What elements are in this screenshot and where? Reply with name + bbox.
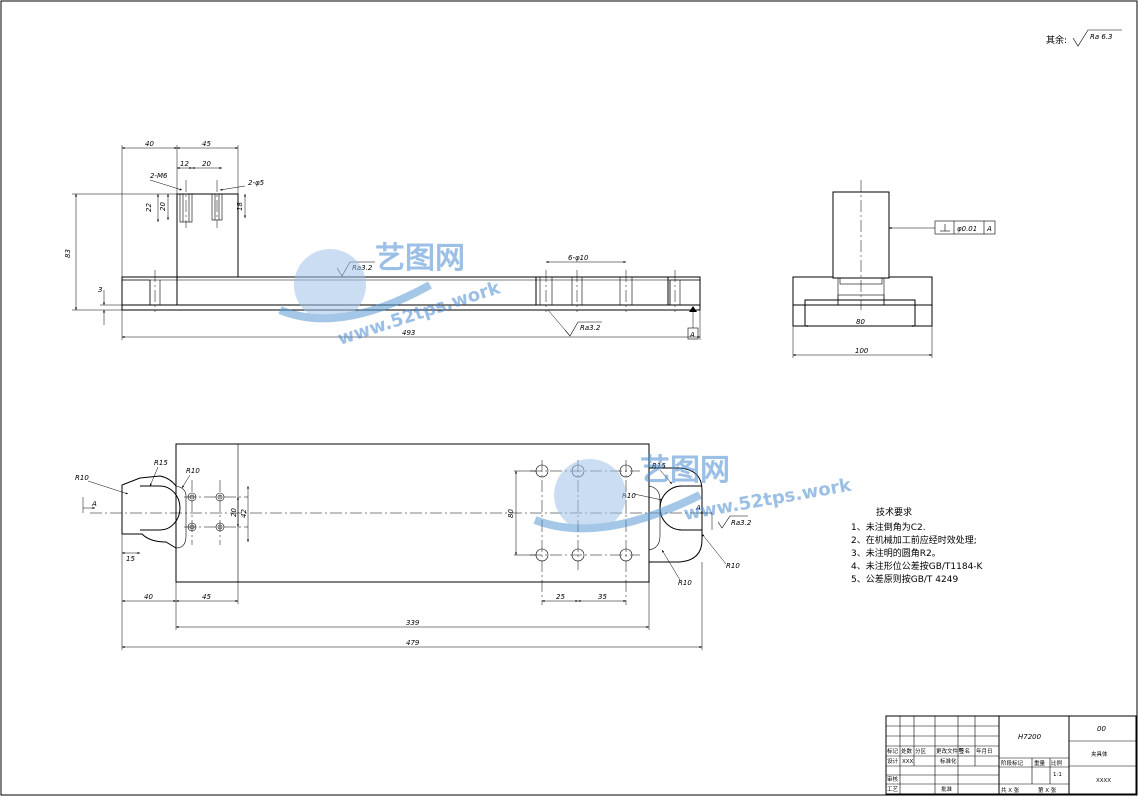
roughness-value: Ra 6.3 (1090, 33, 1113, 41)
dim-top-r10b: R10 (186, 467, 200, 475)
dim-front-40: 40 (145, 140, 154, 148)
tb-weight: 重量 (1034, 759, 1046, 767)
tb-mark: 标记 (887, 747, 899, 755)
dim-top-339: 339 (406, 619, 420, 627)
tb-scale: 1:1 (1053, 772, 1062, 778)
dim-front-20v: 20 (159, 202, 167, 211)
dim-top-r15b: R15 (652, 462, 666, 470)
top-view: R10 R15 R10 15 20 42 40 45 R15 R10 80 R1… (75, 443, 752, 650)
dim-front-18: 18 (236, 202, 244, 211)
tb-process: 工艺 (887, 786, 899, 793)
dim-side-100: 100 (855, 347, 869, 355)
dim-front-20: 20 (202, 160, 211, 168)
title-block: 标记 处数 分区 更改文件号 签名 年月日 设计 XXX 标准化 审核 工艺 批… (885, 715, 1137, 795)
tb-drawing-no: H7200 (1018, 733, 1042, 741)
tech-note-5: 5、公差原则按GB/T 4249 (851, 573, 958, 585)
tb-stage: 阶段标记 (1001, 759, 1024, 767)
tol-value: φ0.01 (957, 225, 977, 233)
ra-front-top: Ra3.2 (352, 264, 373, 272)
dim-front-3: 3 (98, 286, 102, 294)
tb-change: 更改文件号 (936, 747, 964, 755)
front-view: 40 45 12 20 2-M6 2-φ5 22 20 18 83 3 493 … (64, 140, 701, 340)
tb-code: 00 (1097, 725, 1106, 733)
datum-a-front: A (689, 331, 695, 339)
dim-front-83: 83 (64, 249, 72, 258)
tb-total: 共 X 张 (1001, 786, 1020, 794)
tb-part-name: 夹具体 (1091, 750, 1108, 758)
dim-front-2m6: 2-M6 (150, 172, 168, 180)
ra-top-right: Ra3.2 (731, 519, 752, 527)
dim-top-r10e: R10 (726, 562, 740, 570)
tech-note-2: 2、在机械加工前应经时效处理; (851, 534, 977, 546)
dim-top-80: 80 (507, 509, 515, 518)
tb-sign: 签名 (959, 747, 970, 755)
tb-material: XXXX (1096, 778, 1111, 784)
dim-front-45: 45 (202, 140, 211, 148)
dim-top-35: 35 (598, 593, 607, 601)
dim-top-479: 479 (406, 639, 420, 647)
tech-note-3: 3、未注明的圆角R2。 (851, 547, 941, 559)
surface-roughness-note: 其余: Ra 6.3 (1046, 29, 1122, 47)
tol-datum: A (986, 225, 992, 233)
dim-top-r10d: R10 (678, 579, 692, 587)
dim-top-20: 20 (230, 508, 238, 517)
section-a-right: A (695, 504, 701, 512)
tech-note-4: 4、未注形位公差按GB/T1184-K (851, 560, 984, 572)
tb-standard: 标准化 (940, 757, 957, 765)
dim-top-40: 40 (144, 593, 153, 601)
dim-top-r10c: R10 (622, 492, 636, 500)
technical-requirements: 技术要求 1、未注倒角为C2. 2、在机械加工前应经时效处理; 3、未注明的圆角… (851, 506, 984, 585)
tb-review: 审核 (887, 775, 899, 783)
side-view: 80 100 φ0.01 A (792, 180, 996, 358)
dim-top-r10a: R10 (75, 474, 89, 482)
section-a-left: A (91, 500, 97, 508)
dim-front-2phi5: 2-φ5 (248, 179, 265, 187)
dim-top-42: 42 (240, 509, 248, 518)
tech-notes-title: 技术要求 (876, 506, 912, 518)
tb-design: 设计 (887, 757, 899, 765)
tb-ratio: 比例 (1051, 759, 1063, 767)
watermark-1: 艺图网 www.52tps.work (278, 241, 504, 350)
roughness-prefix: 其余: (1046, 34, 1067, 46)
watermark-brand-2: 艺图网 (640, 453, 730, 488)
tech-note-1: 1、未注倒角为C2. (851, 521, 926, 533)
dim-top-25: 25 (556, 593, 565, 601)
watermark-2: 艺图网 www.52tps.work (533, 453, 854, 533)
dim-top-15: 15 (126, 555, 135, 563)
tb-sheet: 第 X 张 (1038, 786, 1057, 794)
tb-design-val: XXX (902, 759, 914, 765)
dim-top-45: 45 (202, 593, 211, 601)
ra-front-bottom: Ra3.2 (580, 324, 601, 332)
tb-date: 年月日 (976, 747, 993, 755)
dim-side-80: 80 (856, 318, 865, 326)
dim-top-r15a: R15 (154, 459, 168, 467)
front-section-right (535, 276, 669, 306)
tb-count: 处数 (901, 747, 913, 755)
dim-front-12: 12 (180, 160, 189, 168)
dim-front-493: 493 (402, 329, 415, 337)
dim-front-22: 22 (145, 203, 153, 212)
tb-approve: 批准 (941, 785, 953, 793)
tb-zone: 分区 (915, 747, 927, 755)
watermark-brand-1: 艺图网 (375, 241, 465, 276)
dim-front-6phi10: 6-φ10 (568, 254, 589, 262)
